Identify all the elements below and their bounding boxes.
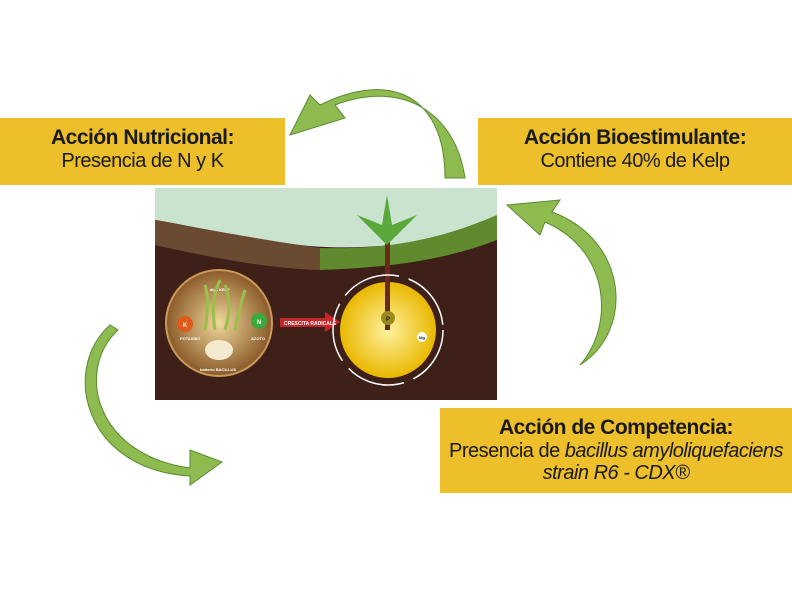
n-label: N <box>257 320 261 326</box>
arrow-top-icon <box>289 89 466 179</box>
k-label: K <box>183 323 188 329</box>
potassium-label: POTASSIO <box>180 336 200 341</box>
nutritional-text: Presencia de N y K <box>61 150 224 172</box>
biostimulant-title: Acción Bioestimulante: <box>523 126 747 149</box>
kelp-label: alga KELP <box>210 287 230 292</box>
competition-title: Acción de Competencia: <box>498 416 734 439</box>
central-illustration: K N POTASSIO AZOTO alga KELP batterio BA… <box>155 188 497 400</box>
p-label: P <box>386 317 390 323</box>
competition-species: bacillus amyloliquefaciens <box>564 440 784 462</box>
biostimulant-text: Contiene 40% de Kelp <box>540 150 730 172</box>
radical-growth-label: CRESCITA RADICALE <box>284 321 337 327</box>
competition-text: Presencia de <box>448 440 565 462</box>
nutritional-title: Acción Nutricional: <box>50 126 235 149</box>
bacteria-label: batterio BACILLUS <box>200 367 236 372</box>
competition-action-box: Acción de Competencia: Presencia de baci… <box>440 408 792 493</box>
nitrogen-label: AZOTO <box>251 336 265 341</box>
arrow-left-icon <box>84 324 224 486</box>
competition-strain: strain R6 - CDX® <box>542 462 690 484</box>
mg-label: Mg <box>419 335 425 340</box>
biostimulant-action-box: Acción Bioestimulante: Contiene 40% de K… <box>478 118 792 185</box>
nutritional-action-box: Acción Nutricional: Presencia de N y K <box>0 118 285 185</box>
arrow-right-icon <box>505 199 617 366</box>
